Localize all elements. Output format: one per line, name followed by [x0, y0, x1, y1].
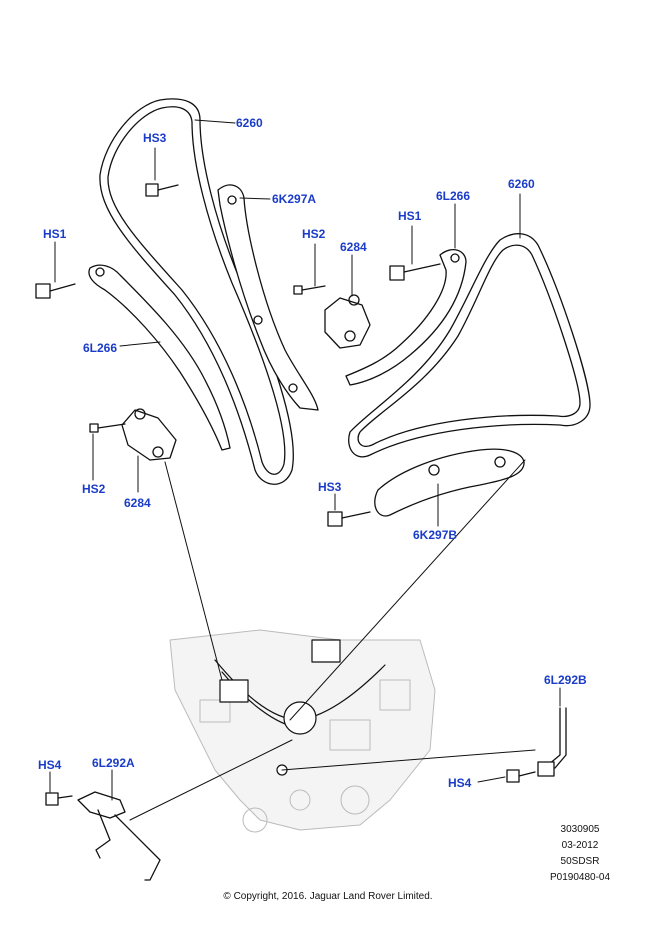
- bolt-hs3-top: [145, 183, 179, 197]
- callout-6l292a[interactable]: 6L292A: [92, 756, 135, 770]
- callout-hs2-left[interactable]: HS2: [82, 482, 106, 496]
- bolt-hs1-right: [389, 263, 441, 281]
- copyright-notice: © Copyright, 2016. Jaguar Land Rover Lim…: [223, 891, 433, 902]
- callout-6l266-left[interactable]: 6L266: [83, 341, 118, 355]
- bracket-a: [77, 791, 161, 881]
- bolt-hs4-left: [45, 792, 73, 806]
- callout-hs3-bottom[interactable]: HS3: [318, 480, 342, 494]
- callout-hs1-right[interactable]: HS1: [398, 209, 422, 223]
- right-timing-chain: [348, 233, 591, 458]
- callout-hs3-top[interactable]: HS3: [143, 131, 167, 145]
- callout-6k297b[interactable]: 6K297B: [413, 528, 458, 542]
- tensioner-arm-left: [88, 264, 231, 451]
- callout-hs4-left[interactable]: HS4: [38, 758, 62, 772]
- bolt-hs1-left: [35, 283, 76, 299]
- callout-6260-left[interactable]: 6260: [236, 116, 263, 130]
- illustration-id: P0190480-04: [549, 872, 611, 883]
- reference-date: 03-2012: [561, 840, 599, 851]
- bolt-hs2-left: [89, 423, 126, 433]
- callout-hs2-right[interactable]: HS2: [302, 227, 326, 241]
- reference-code: 50SDSR: [560, 856, 600, 867]
- tensioner-left: [121, 408, 177, 461]
- left-timing-chain: [99, 98, 294, 485]
- callout-hs1-left[interactable]: HS1: [43, 227, 67, 241]
- callout-6l292b[interactable]: 6L292B: [544, 673, 587, 687]
- bracket-b: [537, 707, 567, 777]
- engine-chains: [214, 639, 386, 776]
- tensioner-right: [324, 294, 371, 349]
- tensioner-arm-right: [345, 249, 467, 386]
- callout-hs4-right[interactable]: HS4: [448, 776, 472, 790]
- bolt-hs4-right: [506, 769, 536, 783]
- leader-lines: [49, 119, 561, 821]
- callout-6260-right[interactable]: 6260: [508, 177, 535, 191]
- chain-guide-b: [374, 448, 525, 517]
- callout-6l266-right[interactable]: 6L266: [436, 189, 471, 203]
- bolt-hs2-right: [293, 285, 326, 295]
- callout-6284-left[interactable]: 6284: [124, 496, 151, 510]
- bolt-hs3-bottom: [327, 511, 371, 527]
- callout-6284-right[interactable]: 6284: [340, 240, 367, 254]
- reference-number: 3030905: [560, 824, 600, 835]
- callout-6k297a[interactable]: 6K297A: [272, 192, 317, 206]
